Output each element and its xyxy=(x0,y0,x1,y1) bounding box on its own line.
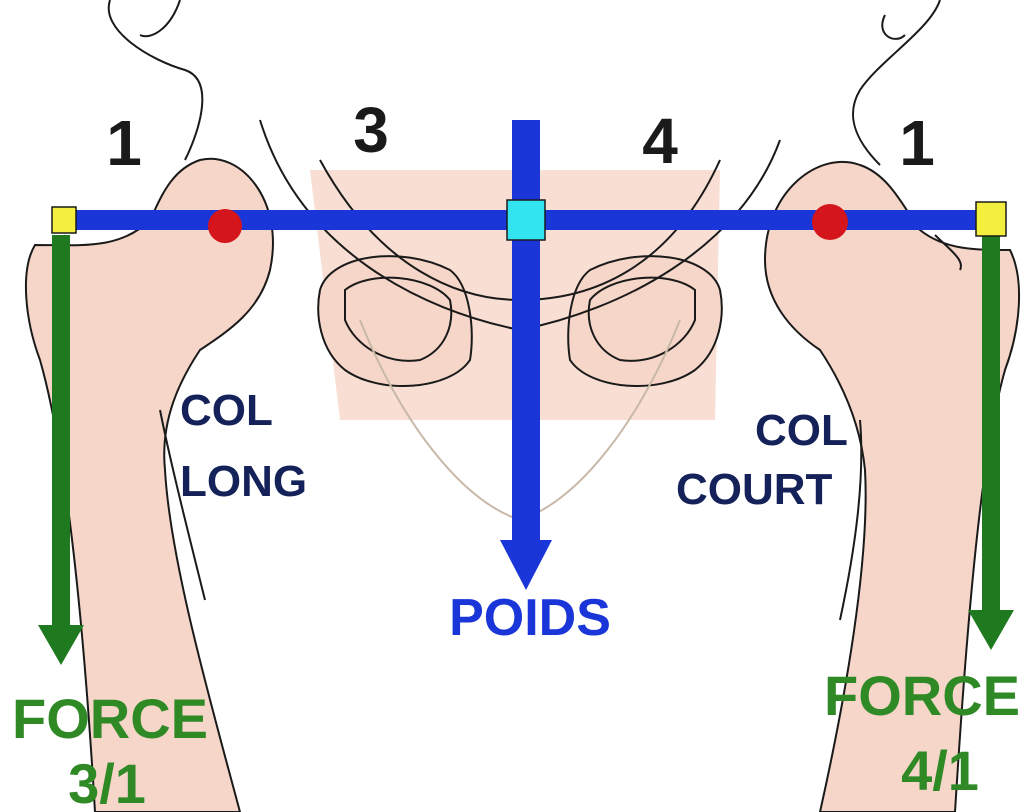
arm-label-3: 3 xyxy=(353,94,389,166)
arm-label-4: 4 xyxy=(642,105,678,177)
right-hip-center xyxy=(812,204,848,240)
right-force-label-line2: 4/1 xyxy=(901,739,979,802)
short-neck-label-line1: COL xyxy=(755,406,848,455)
weight-arrow-shaft xyxy=(512,120,540,540)
right-lever-end-marker xyxy=(976,202,1006,236)
left-force-label-line2: 3/1 xyxy=(68,752,146,812)
short-neck-label-line2: COURT xyxy=(676,465,833,514)
long-neck-label-line2: LONG xyxy=(180,457,307,506)
left-hip-center xyxy=(208,209,242,243)
arm-label-left: 1 xyxy=(106,107,142,179)
weight-arrow-head xyxy=(500,540,552,590)
left-lever-end-marker xyxy=(52,207,76,233)
arm-label-right: 1 xyxy=(899,107,935,179)
left-force-arrow-shaft xyxy=(52,235,70,630)
left-force-label-line1: FORCE xyxy=(12,687,208,750)
weight-label: POIDS xyxy=(449,589,611,647)
long-neck-label-line1: COL xyxy=(180,386,273,435)
right-force-arrow-head xyxy=(968,610,1014,650)
center-of-gravity-marker xyxy=(507,200,545,240)
right-force-arrow-shaft xyxy=(982,235,1000,615)
right-force-label-line1: FORCE xyxy=(824,664,1020,727)
left-force-arrow-head xyxy=(38,625,84,665)
